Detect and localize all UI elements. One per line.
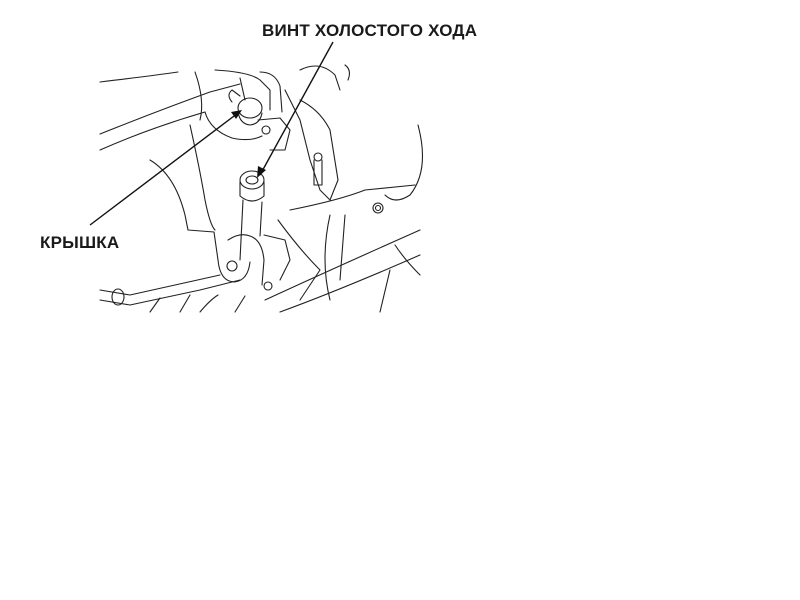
- cap-shape: [237, 97, 263, 119]
- idle-screw-leader-line: [259, 41, 334, 176]
- cap-leader-line: [89, 112, 239, 226]
- engine-line-drawing: [99, 64, 423, 313]
- idle-screw-arrowhead: [257, 166, 266, 178]
- cap-label: КРЫШКА: [40, 233, 120, 252]
- idle-screw-shape: [239, 170, 265, 190]
- idle-screw-label: ВИНТ ХОЛОСТОГО ХОДА: [262, 21, 478, 40]
- cap-arrowhead: [231, 110, 242, 119]
